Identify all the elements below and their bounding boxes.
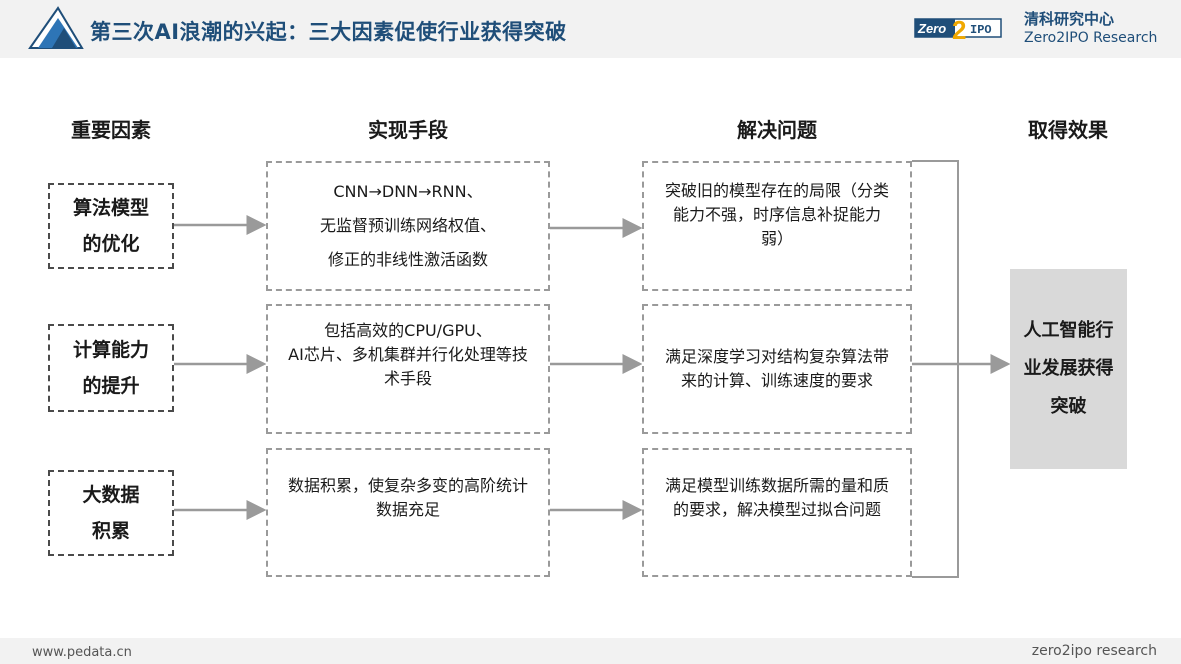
factor-text: 的提升 — [82, 375, 140, 397]
svg-text:Zero: Zero — [917, 21, 946, 36]
factor-box-bigdata: 大数据 积累 — [48, 470, 174, 556]
column-header-problems: 解决问题 — [737, 118, 817, 142]
means-box-algorithm: CNN→DNN→RNN、 无监督预训练网络权值、 修正的非线性激活函数 — [266, 161, 550, 291]
brand-name-cn: 清科研究中心 — [1024, 10, 1115, 28]
means-text: 修正的非线性激活函数 — [327, 250, 488, 269]
problem-box-computing: 满足深度学习对结构复杂算法带 来的计算、训练速度的要求 — [642, 304, 912, 434]
means-box-computing: 包括高效的CPU/GPU、 AI芯片、多机集群并行化处理等技 术手段 — [266, 304, 550, 434]
means-text: 无监督预训练网络权值、 — [319, 216, 496, 235]
footer-website: www.pedata.cn — [32, 645, 132, 660]
column-header-factors: 重要因素 — [71, 118, 151, 142]
footer-brand: zero2ipo research — [1031, 643, 1157, 659]
problem-text: 来的计算、训练速度的要求 — [680, 371, 873, 390]
result-text: 业发展获得 — [1023, 358, 1114, 379]
means-text: CNN→DNN→RNN、 — [333, 182, 483, 201]
means-text: 术手段 — [383, 369, 432, 388]
result-text: 人工智能行 — [1023, 320, 1114, 341]
means-text: AI芯片、多机集群并行化处理等技 — [288, 345, 528, 364]
column-header-means: 实现手段 — [368, 118, 448, 142]
problem-box-bigdata: 满足模型训练数据所需的量和质 的要求，解决模型过拟合问题 — [642, 448, 912, 577]
problem-text: 满足深度学习对结构复杂算法带 — [664, 347, 889, 366]
factor-text: 大数据 — [82, 484, 140, 506]
problem-text: 弱） — [760, 229, 793, 248]
problem-text: 满足模型训练数据所需的量和质 — [664, 475, 889, 495]
factor-text: 计算能力 — [72, 339, 149, 361]
factor-text: 的优化 — [82, 233, 140, 255]
means-text: 包括高效的CPU/GPU、 — [324, 321, 492, 340]
problem-text: 的要求，解决模型过拟合问题 — [672, 499, 881, 519]
problem-text: 能力不强，时序信息补捉能力 — [672, 205, 881, 224]
svg-text:2: 2 — [952, 15, 966, 42]
page-title: 第三次AI浪潮的兴起：三大因素促使行业获得突破 — [90, 20, 567, 44]
means-text: 数据充足 — [375, 499, 440, 519]
svg-text:IPO: IPO — [970, 23, 992, 37]
mountain-logo-icon — [28, 6, 84, 49]
means-box-bigdata: 数据积累，使复杂多变的高阶统计 数据充足 — [266, 448, 550, 577]
column-header-effect: 取得效果 — [1028, 118, 1108, 142]
factor-text: 算法模型 — [72, 197, 149, 219]
footer-band — [0, 638, 1181, 664]
problem-text: 突破旧的模型存在的局限（分类 — [664, 181, 889, 200]
zero2ipo-logo: Zero 2 IPO — [914, 15, 1002, 42]
result-box: 人工智能行 业发展获得 突破 — [1010, 269, 1127, 469]
problem-box-algorithm: 突破旧的模型存在的局限（分类 能力不强，时序信息补捉能力 弱） — [642, 161, 912, 291]
brand-name-en: Zero2IPO Research — [1024, 30, 1158, 46]
result-text: 突破 — [1050, 396, 1087, 417]
means-text: 数据积累，使复杂多变的高阶统计 — [287, 475, 528, 495]
factor-text: 积累 — [91, 520, 130, 542]
result-bracket — [912, 160, 959, 578]
factor-box-computing: 计算能力 的提升 — [48, 324, 174, 412]
factor-box-algorithm: 算法模型 的优化 — [48, 183, 174, 269]
